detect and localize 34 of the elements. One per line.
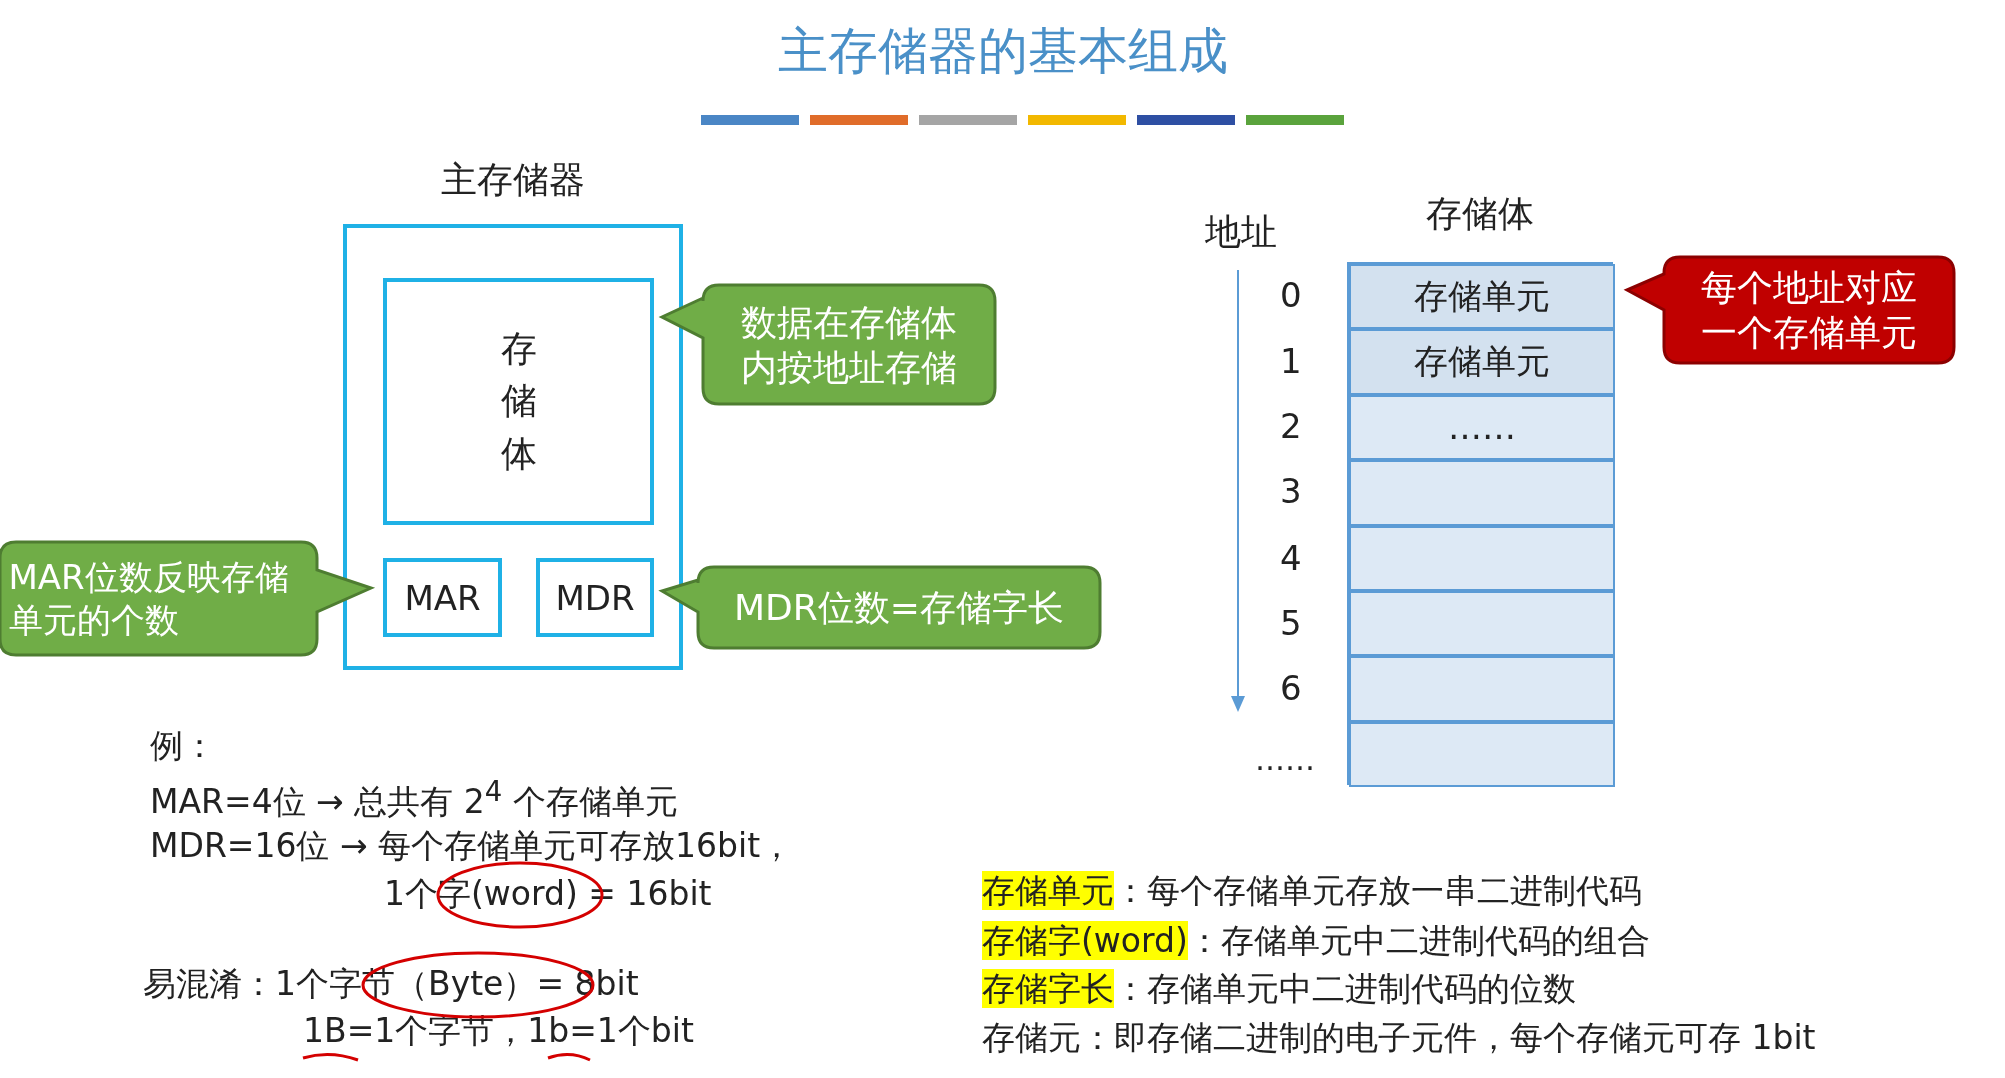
address-number: 4 [1280,538,1302,579]
empty-cell [1349,525,1615,591]
empty-cell [1349,460,1615,526]
address-number: 1 [1280,341,1302,382]
example-heading: 例： [150,726,216,766]
empty-cell [1349,590,1615,657]
example-text: MDR=16位 → 每个存储单元可存放16bit， [150,826,794,866]
example-text: 1B=1个字节，1b=1个bit [303,1011,694,1051]
address-number: 5 [1280,603,1302,644]
register-box: MDR [536,558,654,637]
address-number: 2 [1280,406,1302,447]
definition-text: ：每个存储单元存放一串二进制代码 [1114,871,1642,910]
definition-text: ：存储单元中二进制代码的位数 [1114,969,1576,1008]
register-box: MAR [383,558,502,637]
empty-cell [1349,721,1615,787]
highlighted-term: 存储单元 [982,871,1114,910]
box-heading: 存储体 [1425,192,1535,236]
table-cell: 存储单元 [1349,264,1615,330]
highlighted-term: 存储字(word) [982,921,1188,960]
definition-text: ：存储单元中二进制代码的组合 [1187,921,1650,960]
address-number: …… [1255,742,1315,778]
definition-text: 存储元：即存储二进制的电子元件，每个存储元可存 1bit [982,1018,1816,1057]
box-heading: 主存储器 [440,158,586,202]
empty-cell [1349,656,1615,722]
table-cell: …… [1349,394,1615,461]
address-heading: 地址 [1205,210,1277,254]
address-number: 6 [1280,668,1302,709]
table-cell: 存储单元 [1349,329,1615,395]
address-number: 3 [1280,471,1302,512]
highlighted-term: 存储字长 [982,969,1114,1008]
title: 主存储器的基本组成 [776,21,1229,82]
example-text: MAR=4位 → 总共有 2$^{4}$ 个存储单元 [150,775,678,822]
memory-bank-box: 存储体 [383,278,654,525]
address-number: 0 [1280,275,1302,316]
